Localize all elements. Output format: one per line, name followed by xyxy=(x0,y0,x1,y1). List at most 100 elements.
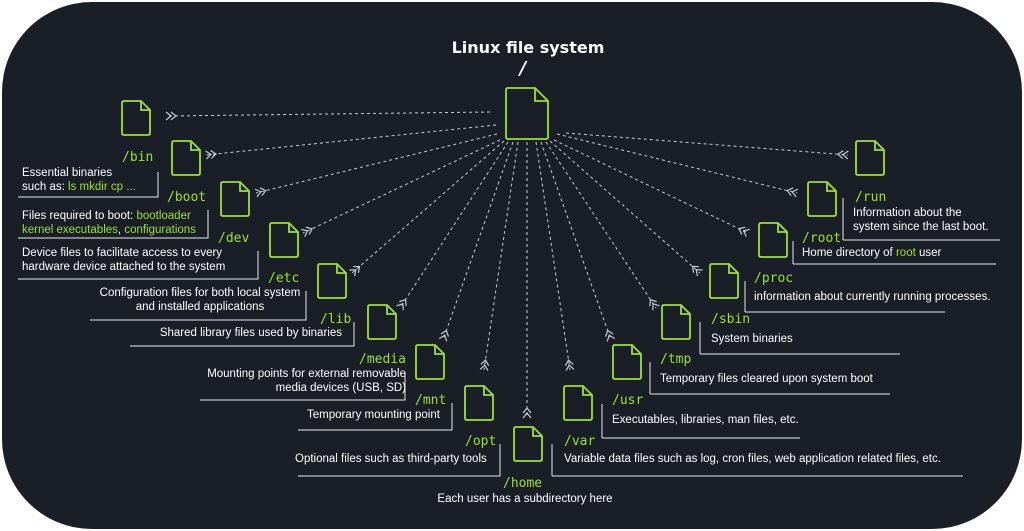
desc-root-suffix: user xyxy=(919,247,942,259)
dir-etc-file-icon xyxy=(269,222,299,258)
desc-boot-configurations: configurations xyxy=(124,224,196,236)
connector-run xyxy=(565,132,849,160)
dir-desc-opt: Optional files such as third-party tools xyxy=(295,452,487,466)
rule-media xyxy=(200,372,406,401)
connector-bin xyxy=(165,111,491,121)
desc-dev-line1: Device files to facilitate access to eve… xyxy=(22,247,223,259)
desc-boot-sep: , xyxy=(117,224,122,236)
dir-mnt-file-icon xyxy=(415,344,445,380)
connector-opt xyxy=(479,141,519,371)
dir-name-mnt: /mnt xyxy=(415,393,447,408)
dir-name-var: /var xyxy=(564,434,596,449)
rule-opt xyxy=(298,444,501,477)
dir-usr-file-icon xyxy=(612,344,642,380)
desc-home-line1: Each user has a subdirectory here xyxy=(437,493,613,505)
dir-dev-file-icon xyxy=(220,181,250,217)
desc-lib-line1: Shared library files used by binaries xyxy=(159,327,342,339)
desc-sbin-line1: System binaries xyxy=(711,333,793,345)
dir-home-file-icon xyxy=(513,426,543,462)
dir-root-file-icon xyxy=(807,181,837,217)
rule-bin xyxy=(18,172,159,198)
dir-name-bin: /bin xyxy=(122,150,154,165)
desc-bin-such-as: such as: xyxy=(22,181,65,193)
divider-lines xyxy=(18,172,1000,477)
dir-name-tmp: /tmp xyxy=(660,352,692,367)
desc-boot-line1: Files required to boot: bootloader xyxy=(22,209,196,223)
desc-bin-cp: cp ... xyxy=(110,181,136,193)
desc-media-line2: media devices (USB, SD) xyxy=(275,382,406,394)
dir-desc-etc: Configuration files for both local syste… xyxy=(90,286,310,314)
root-slash-file-icon xyxy=(505,87,549,140)
dir-boot-file-icon xyxy=(171,140,201,176)
dir-desc-tmp: Temporary files cleared upon system boot xyxy=(660,372,873,386)
dir-name-root: /root xyxy=(802,231,842,246)
desc-bin-line1: Essential binaries xyxy=(22,167,113,179)
dir-desc-lib: Shared library files used by binaries xyxy=(130,326,342,340)
desc-media-line1: Mounting points for external removable xyxy=(207,368,406,380)
desc-boot-prefix: Files required to boot: xyxy=(22,210,134,222)
desc-tmp-line1: Temporary files cleared upon system boot xyxy=(660,373,873,385)
dir-desc-dev: Device files to facilitate access to eve… xyxy=(22,246,252,274)
connector-boot xyxy=(205,124,497,160)
rule-lib xyxy=(130,322,355,347)
dir-desc-var: Variable data files such as log, cron fi… xyxy=(564,452,941,466)
dir-run-file-icon xyxy=(855,140,885,176)
dir-name-media: /media xyxy=(359,352,406,367)
dir-name-run: /run xyxy=(855,190,887,205)
desc-var-line1: Variable data files such as log, cron fi… xyxy=(564,453,941,465)
dir-desc-mnt: Temporary mounting point xyxy=(307,408,440,422)
connector-mnt xyxy=(438,141,514,342)
desc-run-line2: system since the last boot. xyxy=(853,221,989,233)
diagram-title: Linux file system xyxy=(451,38,605,57)
desc-bin-line2: such as: ls mkdir cp ... xyxy=(22,180,136,194)
dir-opt-file-icon xyxy=(464,385,494,421)
desc-mnt-line1: Temporary mounting point xyxy=(307,409,440,421)
dir-media-file-icon xyxy=(367,304,397,340)
desc-boot-line2: kernel executables, configurations xyxy=(22,223,196,237)
desc-run-line1: Information about the xyxy=(853,207,962,219)
dir-name-home: /home xyxy=(503,476,543,491)
desc-boot-kernel: kernel executables xyxy=(22,224,118,236)
dir-desc-home: Each user has a subdirectory here xyxy=(400,492,650,506)
dir-name-boot: /boot xyxy=(167,190,207,205)
desc-etc-line2: and installed applications xyxy=(135,301,265,313)
desc-dev-line2: hardware device attached to the system xyxy=(22,261,226,273)
desc-proc-line1: information about currently running proc… xyxy=(754,291,991,303)
connectors xyxy=(165,111,849,419)
dir-name-lib: /lib xyxy=(320,312,352,327)
desc-bin-ls: ls xyxy=(68,181,77,193)
connector-etc xyxy=(301,139,501,237)
dir-name-usr: /usr xyxy=(612,393,644,408)
dir-name-proc: /proc xyxy=(754,271,794,286)
rule-boot xyxy=(18,210,209,239)
rule-etc xyxy=(90,291,307,321)
dir-tmp-file-icon xyxy=(661,304,691,340)
dir-proc-file-icon xyxy=(758,222,788,258)
dir-desc-boot: Files required to boot: bootloader kerne… xyxy=(22,209,196,237)
connector-usr xyxy=(540,141,616,342)
dir-desc-bin: Essential binaries such as: ls mkdir cp … xyxy=(22,166,136,194)
dir-desc-media: Mounting points for external removable m… xyxy=(180,367,406,395)
connector-var xyxy=(535,141,575,371)
dir-name-etc: /etc xyxy=(268,271,300,286)
dir-var-file-icon xyxy=(563,385,593,421)
dir-name-opt: /opt xyxy=(465,434,497,449)
desc-root-line1: Home directory of root user xyxy=(802,246,941,260)
rule-dev xyxy=(18,251,259,280)
dir-name-sbin: /sbin xyxy=(711,312,751,327)
connector-root xyxy=(556,133,799,198)
connector-dev xyxy=(254,133,498,198)
rule-mnt xyxy=(298,403,453,431)
desc-root-prefix: Home directory of xyxy=(802,247,893,259)
dir-lib-file-icon xyxy=(317,263,347,299)
dir-bin-file-icon xyxy=(121,100,151,136)
dir-desc-proc: information about currently running proc… xyxy=(754,290,991,304)
dir-name-dev: /dev xyxy=(218,231,250,246)
desc-etc-line1: Configuration files for both local syste… xyxy=(99,287,301,299)
file-icons xyxy=(121,87,885,462)
dir-desc-run: Information about the system since the l… xyxy=(853,206,989,234)
root-label: / xyxy=(518,58,529,79)
dir-sbin-file-icon xyxy=(709,263,739,299)
